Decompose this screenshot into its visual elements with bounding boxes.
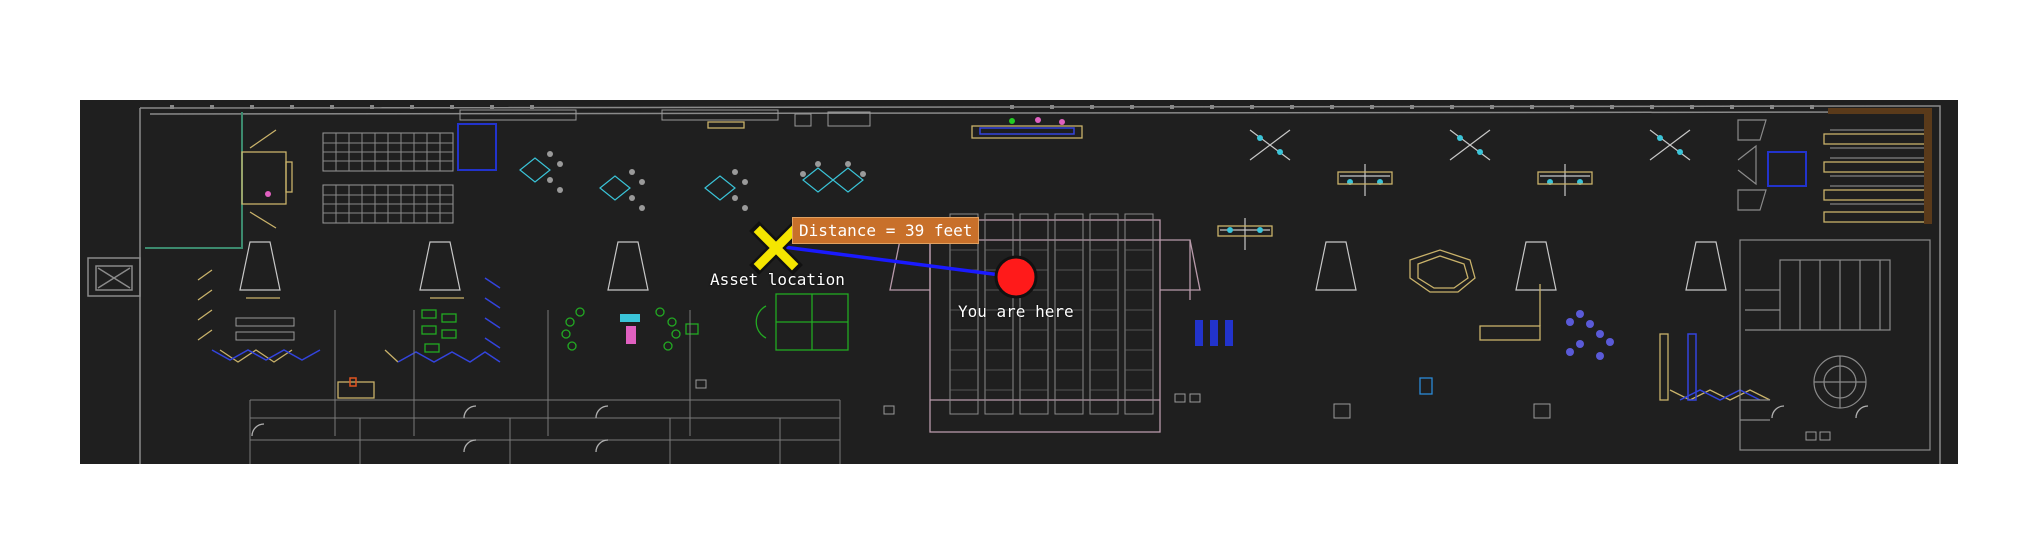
floor-plan[interactable]: Distance = 39 feet Asset location You ar…	[80, 100, 1958, 464]
floor-plan-drawing	[87, 105, 1941, 464]
x-marker-icon[interactable]	[749, 221, 803, 275]
distance-label: Distance = 39 feet	[792, 217, 980, 244]
location-dot-icon[interactable]	[994, 255, 1038, 299]
asset-location-label: Asset location	[710, 270, 845, 289]
you-are-here-label: You are here	[958, 302, 1074, 321]
route-line	[775, 244, 1017, 279]
